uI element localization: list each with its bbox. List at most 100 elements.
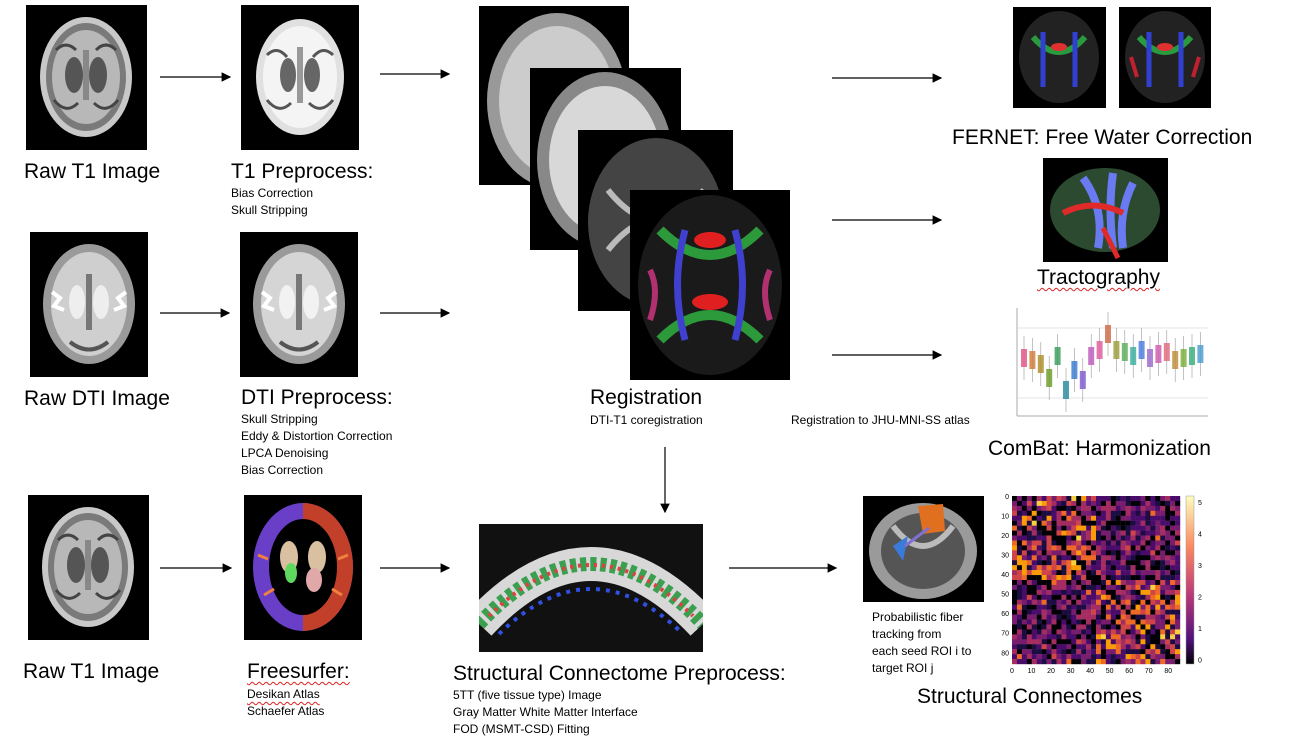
heatmap-cell xyxy=(1016,609,1023,615)
heatmap-cell xyxy=(1145,575,1151,581)
heatmap-cell xyxy=(1150,520,1156,526)
heatmap-cell xyxy=(1021,580,1028,586)
heatmap-cell xyxy=(1056,520,1062,526)
heatmap-cell xyxy=(1041,575,1047,581)
heatmap-cell xyxy=(1125,500,1131,507)
heatmap-cell xyxy=(1115,584,1121,591)
heatmap-cell xyxy=(1130,594,1136,600)
scp-steps: 5TT (five tissue type) Image Gray Matter… xyxy=(453,687,638,738)
heatmap-cell xyxy=(1115,575,1121,581)
heatmap-cell xyxy=(1051,584,1057,591)
heatmap-cell xyxy=(1096,520,1102,526)
heatmap-cell xyxy=(1096,575,1102,581)
heatmap-cell xyxy=(1115,599,1121,605)
heatmap-cell xyxy=(1021,634,1028,640)
heatmap-cell xyxy=(1041,614,1047,620)
heatmap-cell xyxy=(1021,530,1028,536)
heatmap-cell xyxy=(1012,545,1018,551)
heatmap-cell xyxy=(1046,496,1052,502)
heatmap-cell xyxy=(1135,619,1141,625)
registration-subtitle: DTI-T1 coregistration xyxy=(590,413,703,427)
heatmap-cell xyxy=(1110,515,1116,521)
heatmap-cell xyxy=(1081,565,1087,571)
heatmap-cell xyxy=(1120,560,1126,566)
freesurfer-parcellation-image xyxy=(244,495,362,640)
heatmap-cell xyxy=(1105,654,1112,660)
heatmap-cell xyxy=(1155,609,1161,615)
heatmap-cell xyxy=(1115,555,1121,561)
heatmap-cell xyxy=(1086,604,1092,610)
heatmap-cell xyxy=(1061,575,1067,581)
heatmap-cell xyxy=(1066,575,1072,581)
heatmap-cell xyxy=(1046,654,1052,660)
heatmap-cell xyxy=(1066,584,1072,591)
heatmap-cell xyxy=(1135,545,1141,551)
heatmap-cell xyxy=(1061,580,1067,586)
heatmap-cell xyxy=(1170,584,1176,591)
heatmap-cell xyxy=(1091,575,1097,581)
heatmap-cell xyxy=(1110,525,1116,531)
heatmap-cell xyxy=(1160,496,1166,502)
heatmap-cell xyxy=(1105,639,1112,645)
heatmap-cell xyxy=(1066,545,1072,551)
heatmap-cell xyxy=(1036,496,1042,502)
heatmap-cell xyxy=(1120,654,1126,660)
heatmap-cell xyxy=(1155,654,1161,660)
heatmap-cell xyxy=(1125,550,1131,556)
heatmap-cell xyxy=(1081,589,1087,596)
heatmap-cell xyxy=(1170,609,1176,615)
heatmap-cell xyxy=(1175,530,1181,536)
heatmap-cell xyxy=(1036,584,1042,591)
heatmap-cell xyxy=(1115,634,1121,640)
heatmap-cell xyxy=(1051,545,1057,551)
heatmap-cell xyxy=(1036,565,1042,571)
heatmap-cell xyxy=(1115,500,1121,507)
heatmap-cell xyxy=(1036,575,1042,581)
heatmap-cell xyxy=(1086,614,1092,620)
heatmap-cell xyxy=(1046,644,1052,650)
heatmap-cell xyxy=(1175,594,1181,600)
atlas-registration-note: Registration to JHU-MNI-SS atlas xyxy=(791,413,970,427)
heatmap-cell xyxy=(1140,624,1146,630)
heatmap-cell xyxy=(1066,570,1072,576)
heatmap-cell xyxy=(1100,515,1107,521)
heatmap-cell xyxy=(1150,634,1156,640)
heatmap-cell xyxy=(1120,510,1126,516)
heatmap-cell xyxy=(1120,530,1126,536)
heatmap-cell xyxy=(1140,639,1146,645)
heatmap-cell xyxy=(1110,634,1116,640)
heatmap-cell xyxy=(1110,584,1116,591)
heatmap-cell xyxy=(1130,496,1136,502)
heatmap-cell xyxy=(1096,599,1102,605)
heatmap-cell xyxy=(1100,575,1107,581)
heatmap-cell xyxy=(1155,565,1161,571)
heatmap-cell xyxy=(1036,654,1042,660)
heatmap-cell xyxy=(1165,505,1171,512)
heatmap-cell xyxy=(1140,540,1146,546)
heatmap-cell xyxy=(1016,570,1023,576)
heatmap-cell xyxy=(1120,589,1126,596)
heatmap-cell xyxy=(1051,609,1057,615)
heatmap-cell xyxy=(1110,496,1116,502)
heatmap-cell xyxy=(1071,649,1077,655)
heatmap-cell xyxy=(1086,520,1092,526)
heatmap-cell xyxy=(1140,604,1146,610)
fernet-title: FERNET: Free Water Correction xyxy=(952,126,1253,149)
heatmap-cell xyxy=(1031,589,1037,596)
structural-connectomes-title: Structural Connectomes xyxy=(917,685,1143,708)
heatmap-cell xyxy=(1110,599,1116,605)
heatmap-cell xyxy=(1016,614,1023,620)
heatmap-cell xyxy=(1140,614,1146,620)
heatmap-cell xyxy=(1175,550,1181,556)
heatmap-cell xyxy=(1012,555,1018,561)
heatmap-cell xyxy=(1066,525,1072,531)
heatmap-cell xyxy=(1155,570,1161,576)
heatmap-cell xyxy=(1046,599,1052,605)
heatmap-cell xyxy=(1165,584,1171,591)
heatmap-cell xyxy=(1175,570,1181,576)
heatmap-cell xyxy=(1145,654,1151,660)
heatmap-cell xyxy=(1165,599,1171,605)
heatmap-cell xyxy=(1061,505,1067,512)
heatmap-cell xyxy=(1100,560,1107,566)
heatmap-cell xyxy=(1046,604,1052,610)
